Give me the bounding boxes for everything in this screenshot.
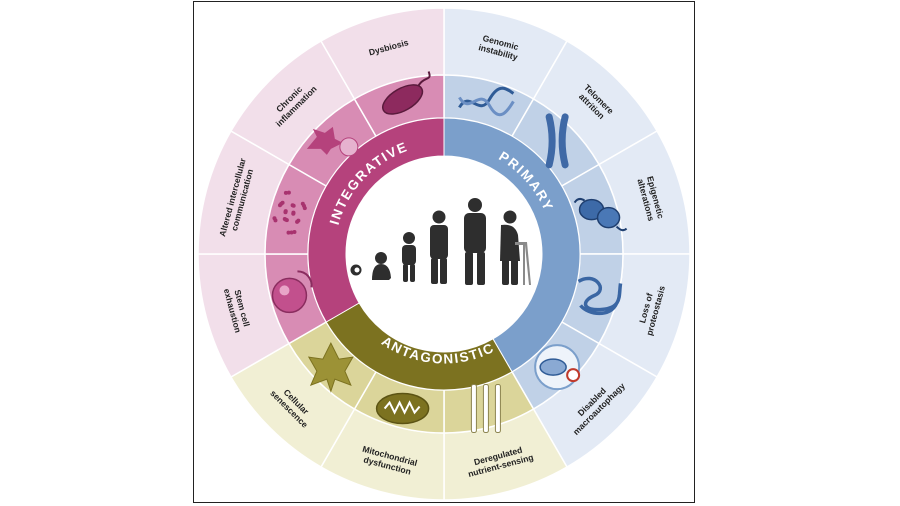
macrophage-icon xyxy=(306,126,359,157)
hallmark-icons xyxy=(271,71,628,434)
adult-silhouette xyxy=(464,198,486,285)
embryo-silhouette xyxy=(350,264,362,276)
stem-cell-icon xyxy=(271,270,313,314)
mitochondrion-icon xyxy=(375,392,430,425)
elderly-silhouette xyxy=(500,210,531,285)
chromosome-icon xyxy=(545,113,569,169)
autophagosome-icon xyxy=(534,344,581,391)
adolescent-silhouette xyxy=(430,210,448,284)
dna-helix-icon xyxy=(458,86,515,117)
signaling-dots-icon xyxy=(272,190,307,235)
withered-leaf-icon xyxy=(307,342,354,393)
nucleosome-icon xyxy=(573,197,628,232)
hallmarks-of-aging-wheel: INTEGRATIVE PRIMARY ANTAGONISTIC Genomic… xyxy=(197,7,691,501)
bacterium-icon xyxy=(382,71,431,115)
infant-silhouette xyxy=(372,252,391,280)
misfolded-protein-icon xyxy=(577,276,623,316)
human-lifespan-silhouettes-icon xyxy=(350,198,531,285)
figure-frame: INTEGRATIVE PRIMARY ANTAGONISTIC Genomic… xyxy=(193,1,695,503)
toddler-silhouette xyxy=(402,232,416,282)
cutlery-icon xyxy=(470,384,501,434)
